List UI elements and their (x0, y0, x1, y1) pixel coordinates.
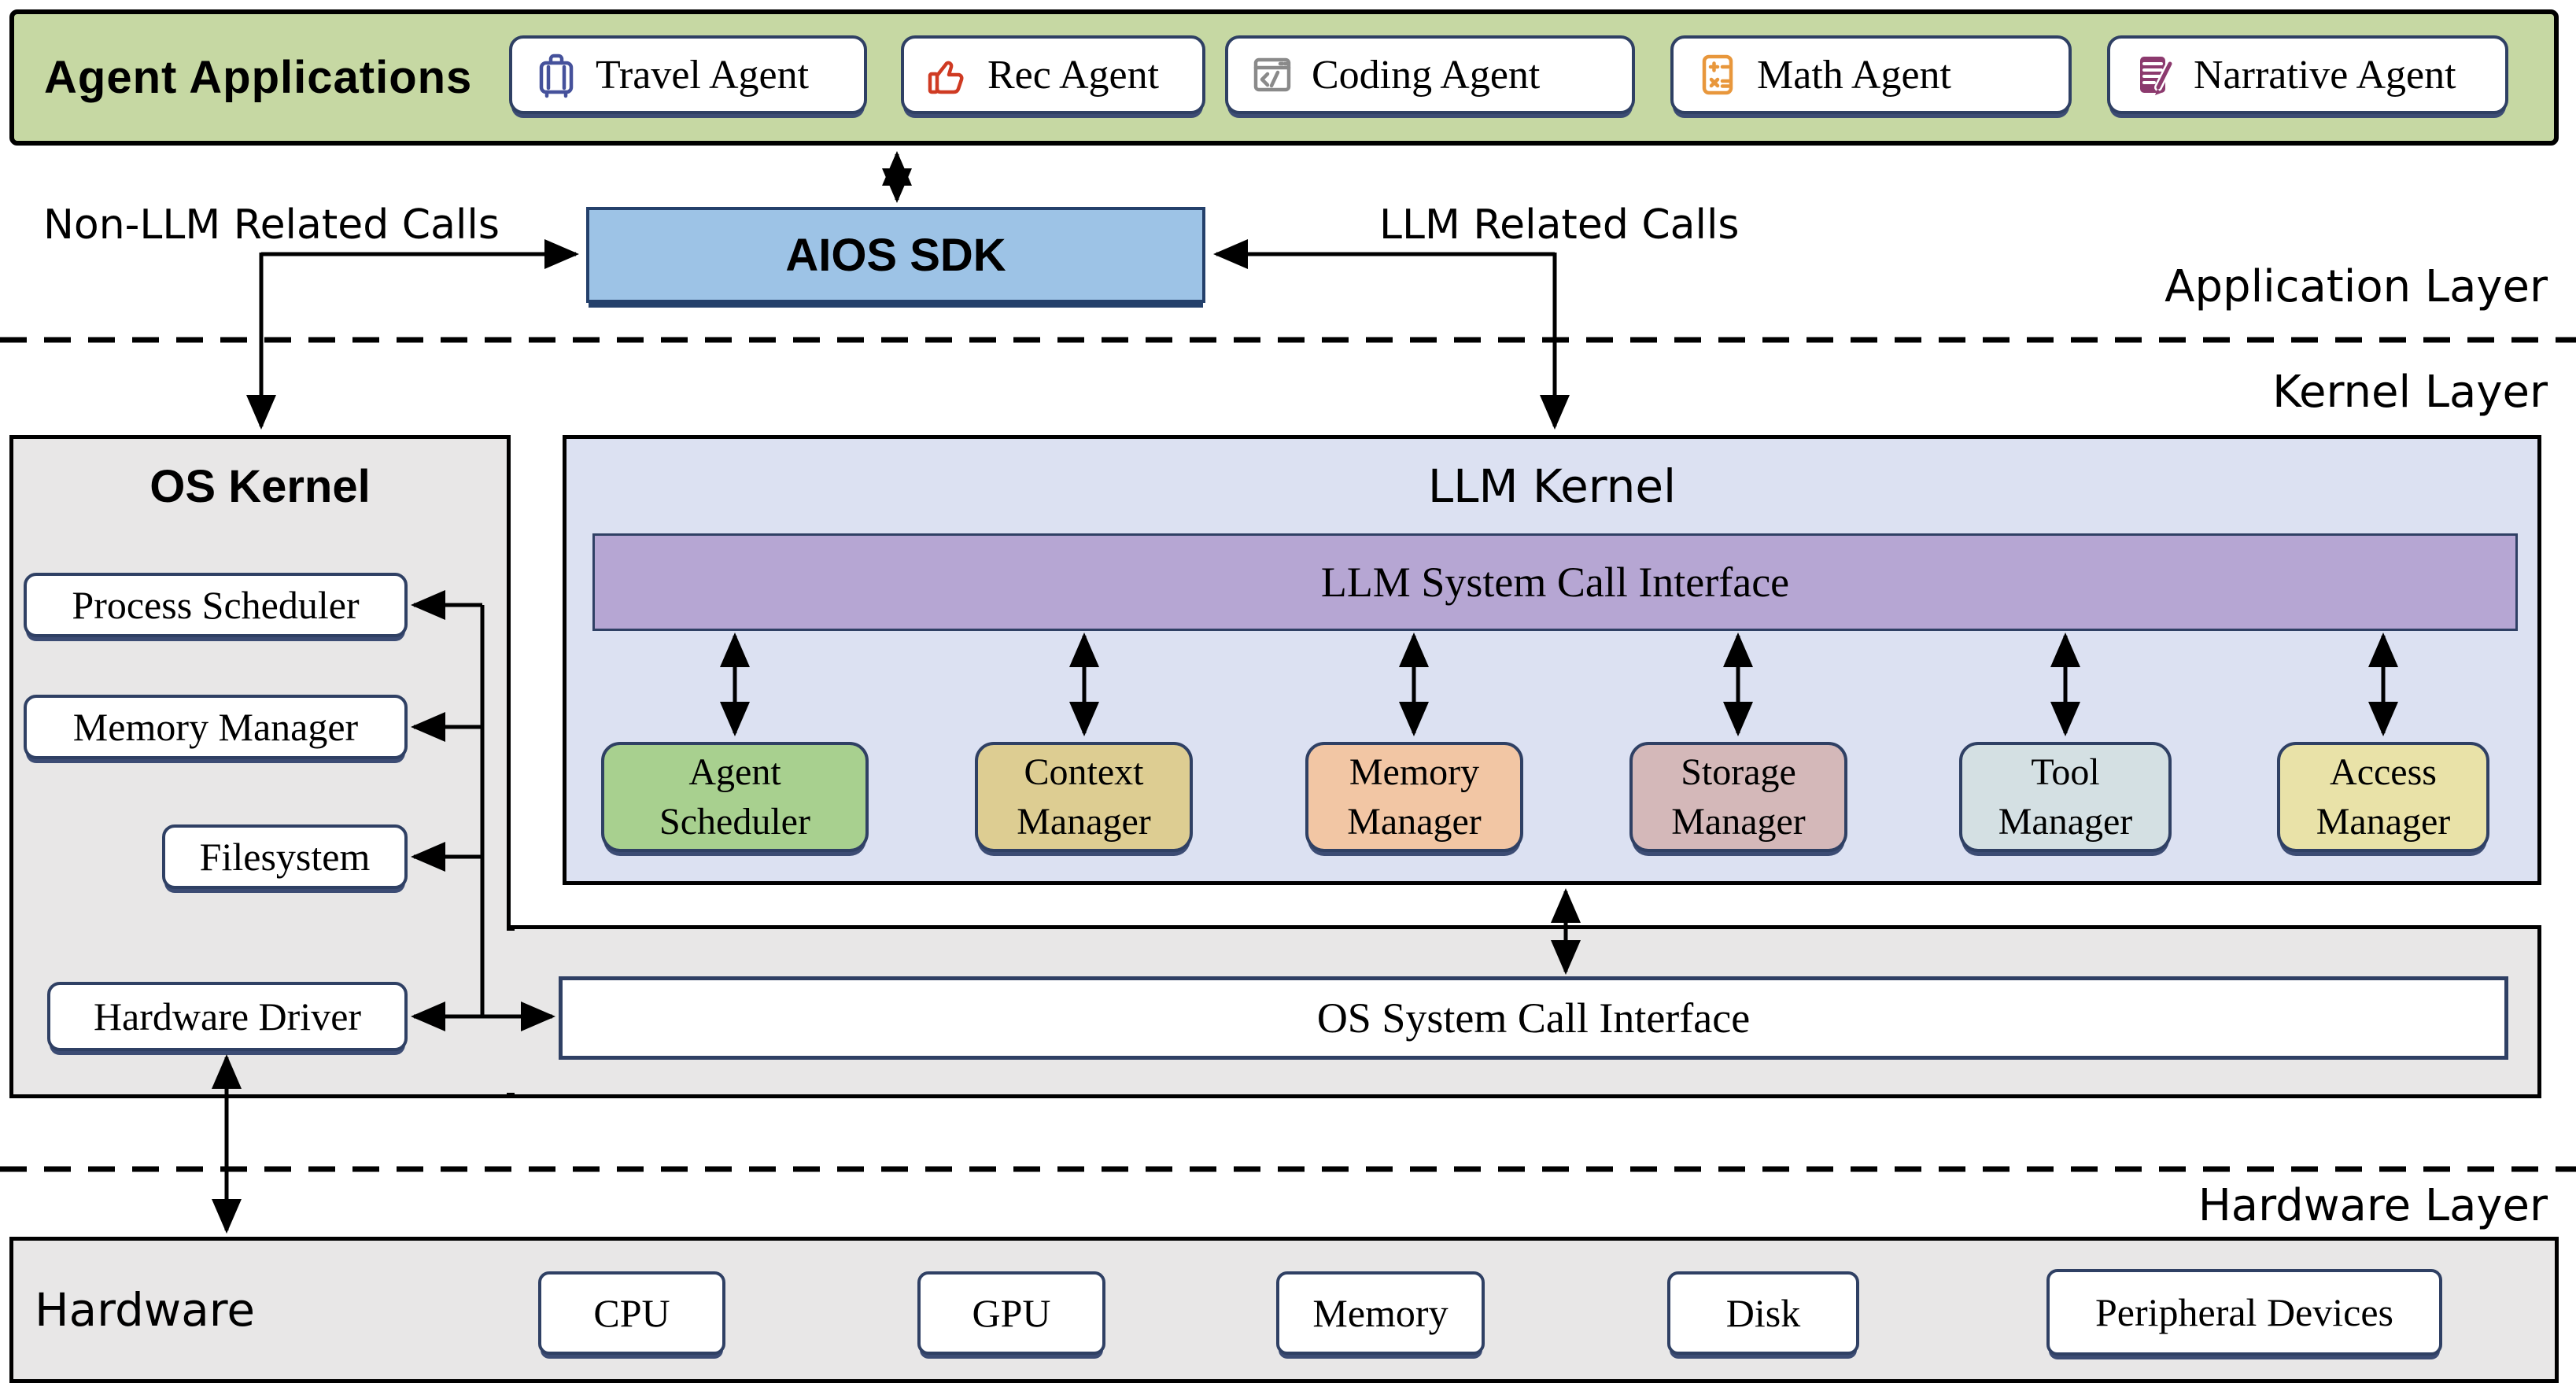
agent-button-narrative[interactable]: Narrative Agent (2107, 35, 2508, 114)
llm-module-context-manager: Context Manager (975, 742, 1193, 852)
hardware-title: Hardware (35, 1283, 256, 1337)
calculator-icon (1702, 54, 1733, 95)
module-line: Manager (1671, 801, 1806, 843)
aios-sdk-box: AIOS SDK (586, 207, 1205, 303)
module-line: Context (1024, 751, 1144, 793)
module-line: Manager (2316, 801, 2451, 843)
agent-button-label: Math Agent (1757, 52, 1951, 98)
agent-button-label: Coding Agent (1312, 52, 1541, 98)
os-system-call-interface: OS System Call Interface (559, 976, 2508, 1060)
thumbs-up-icon (928, 61, 964, 94)
llm-module-memory-manager: Memory Manager (1305, 742, 1523, 852)
agent-applications-title: Agent Applications (44, 52, 473, 103)
module-line: Manager (1017, 801, 1151, 843)
llm-kernel-box (563, 435, 2541, 885)
module-line: Manager (1998, 801, 2133, 843)
module-line: Storage (1681, 751, 1796, 793)
agent-button-label: Narrative Agent (2194, 52, 2456, 98)
llm-module-agent-scheduler: Agent Scheduler (601, 742, 869, 852)
module-line: Tool (2031, 751, 2100, 793)
llm-system-call-interface: LLM System Call Interface (592, 533, 2518, 631)
os-module-hardware-driver: Hardware Driver (47, 982, 408, 1051)
code-window-icon (1253, 57, 1291, 92)
application-layer-label: Application Layer (2165, 261, 2548, 312)
non-llm-calls-label: Non-LLM Related Calls (43, 201, 500, 249)
module-line: Access (2330, 751, 2437, 793)
agent-button-label: Travel Agent (596, 52, 810, 98)
module-line: Manager (1347, 801, 1482, 843)
os-module-filesystem: Filesystem (162, 824, 408, 889)
hardware-device-memory: Memory (1276, 1271, 1485, 1355)
hardware-device-gpu: GPU (917, 1271, 1105, 1355)
hardware-device-disk: Disk (1667, 1271, 1859, 1355)
module-line: Agent (688, 751, 781, 793)
os-kernel-title: OS Kernel (149, 461, 371, 512)
llm-calls-label: LLM Related Calls (1379, 201, 1740, 249)
module-line: Memory (1349, 751, 1480, 793)
agent-button-coding[interactable]: Coding Agent (1225, 35, 1635, 114)
hardware-device-cpu: CPU (538, 1271, 725, 1355)
document-pen-icon (2140, 57, 2174, 95)
hardware-device-peripheral: Peripheral Devices (2046, 1269, 2442, 1356)
agent-button-travel[interactable]: Travel Agent (509, 35, 867, 114)
hardware-layer-label: Hardware Layer (2198, 1180, 2548, 1231)
llm-module-storage-manager: Storage Manager (1629, 742, 1847, 852)
llm-kernel-title: LLM Kernel (1427, 459, 1677, 513)
os-module-process-scheduler: Process Scheduler (24, 573, 408, 637)
agent-button-label: Rec Agent (987, 52, 1160, 98)
kernel-layer-label: Kernel Layer (2272, 367, 2548, 418)
agent-button-math[interactable]: Math Agent (1670, 35, 2072, 114)
agent-button-rec[interactable]: Rec Agent (901, 35, 1205, 114)
luggage-icon (539, 53, 574, 98)
os-module-memory-manager: Memory Manager (24, 695, 408, 759)
llm-module-tool-manager: Tool Manager (1959, 742, 2172, 852)
llm-module-access-manager: Access Manager (2277, 742, 2489, 852)
band-kernel-join (505, 931, 516, 1093)
module-line: Scheduler (659, 801, 810, 843)
